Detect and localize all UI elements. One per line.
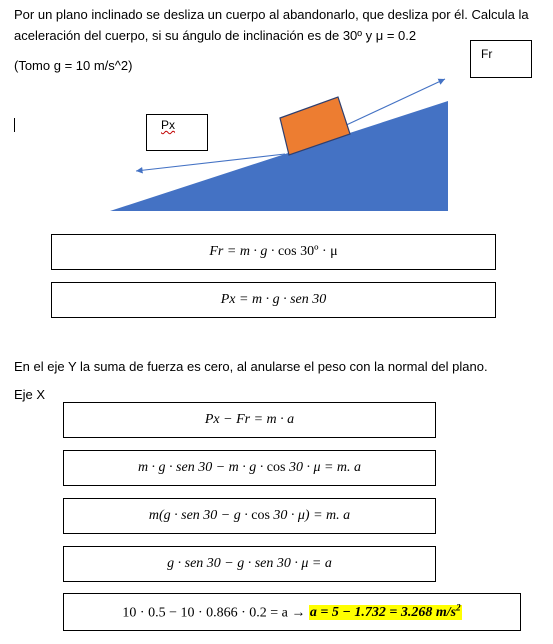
inclined-plane-diagram [110, 78, 448, 211]
step-1-box: Px − Fr = m · a [63, 402, 436, 438]
fr-label-box: Fr [470, 40, 532, 78]
incline-triangle [110, 101, 448, 211]
step-4-box: g · sen 30 − g · sen 30 · μ = a [63, 546, 436, 582]
friction-formula: Fr = m · g · cos 30º · μ [209, 244, 338, 259]
step-2: m · g · sen 30 − m · g · cos 30 · μ = m.… [137, 460, 362, 475]
px-label-box: Px [146, 114, 208, 151]
step-5-box: 10 · 0.5 − 10 · 0.866 · 0.2 = a → a = 5 … [63, 593, 521, 631]
eje-y-explanation: En el eje Y la suma de fuerza es cero, a… [14, 359, 488, 374]
fr-label: Fr [481, 47, 493, 61]
step-2-box: m · g · sen 30 − m · g · cos 30 · μ = m.… [63, 450, 436, 486]
sliding-block [279, 96, 351, 156]
px-formula-box: Px = m · g · sen 30 [51, 282, 496, 318]
step-5: 10 · 0.5 − 10 · 0.866 · 0.2 = a → a = 5 … [122, 602, 462, 621]
step-4: g · sen 30 − g · sen 30 · μ = a [167, 556, 332, 571]
problem-line-2: aceleración del cuerpo, si su ángulo de … [14, 28, 417, 43]
force-arrow-down [135, 153, 286, 174]
step-3: m(g · sen 30 − g · cos 30 · μ) = m. a [148, 508, 351, 523]
problem-line-1: Por un plano inclinado se desliza un cue… [14, 7, 529, 22]
problem-line-3: (Tomo g = 10 m/s^2) [14, 58, 133, 73]
friction-formula-box: Fr = m · g · cos 30º · μ [51, 234, 496, 270]
text-cursor [14, 118, 15, 132]
px-label: Px [161, 118, 176, 132]
px-formula: Px = m · g · sen 30 [220, 292, 327, 307]
eje-x-heading: Eje X [14, 387, 46, 402]
step-3-box: m(g · sen 30 − g · cos 30 · μ) = m. a [63, 498, 436, 534]
step-1: Px − Fr = m · a [204, 412, 295, 427]
final-answer-highlight: a = 5 − 1.732 = 3.268 m/s2 [308, 602, 462, 621]
